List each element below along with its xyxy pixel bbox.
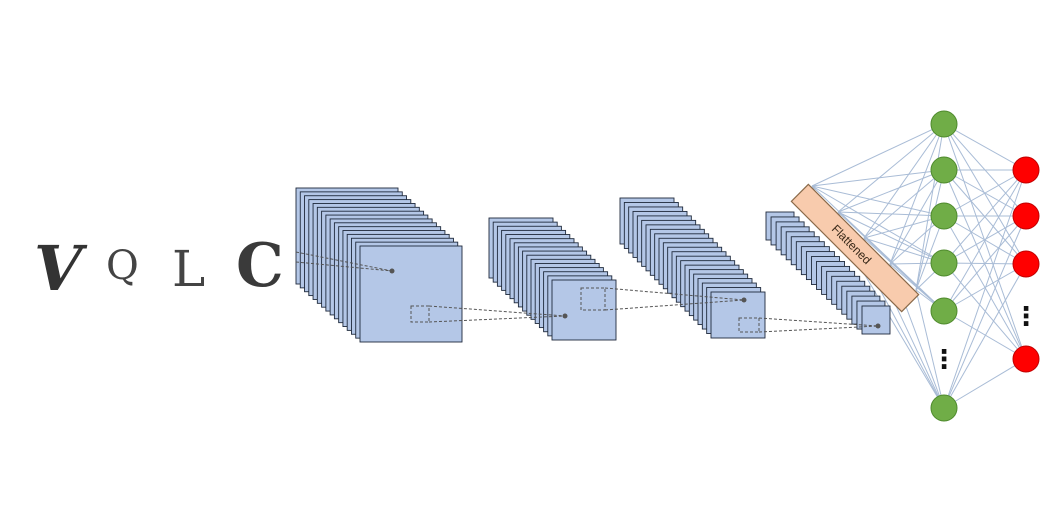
hidden-to-output-edge (943, 263, 1027, 409)
hidden-node (930, 394, 958, 422)
conv-layer-1-stack (295, 187, 463, 343)
receptive-field-dot (562, 313, 568, 319)
receptive-field-dot (875, 323, 881, 329)
input-char-q: Q (106, 243, 139, 289)
hidden-node (930, 156, 958, 184)
flatten-to-hidden-edge (889, 123, 945, 265)
hidden-to-output-edge (943, 215, 1027, 409)
flatten-to-hidden-edge (915, 123, 945, 291)
flatten-to-hidden-edge (863, 123, 945, 239)
pool-layer-1-stack (488, 217, 617, 341)
receptive-field-box (738, 317, 760, 333)
output-node (1012, 156, 1040, 184)
output-node (1012, 250, 1040, 278)
hidden-to-output-edge (943, 123, 1027, 171)
receptive-field-line (604, 299, 745, 311)
hidden-to-output-edge (943, 169, 1027, 409)
hidden-to-output-edge (943, 215, 1027, 264)
hidden-node (930, 249, 958, 277)
flatten-to-hidden-edge (837, 123, 945, 213)
flatten-to-hidden-edge (863, 237, 945, 264)
hidden-ellipsis: ⋮ (931, 345, 957, 375)
flatten-to-hidden-edge (811, 169, 945, 187)
hidden-to-output-edge (943, 358, 1027, 409)
feature-map-front (359, 245, 463, 343)
flattened-bar (790, 183, 920, 313)
hidden-to-output-edge (943, 215, 1027, 312)
receptive-field-box (410, 305, 430, 323)
receptive-field-dot (389, 268, 395, 274)
flatten-to-hidden-edge (811, 185, 945, 217)
input-char-l: L (172, 240, 206, 298)
hidden-to-output-edge (943, 123, 1027, 360)
output-node (1012, 345, 1040, 373)
flatten-to-hidden-edge (837, 211, 945, 217)
hidden-to-output-edge (943, 169, 1027, 360)
hidden-node (930, 297, 958, 325)
output-node (1012, 202, 1040, 230)
flatten-to-hidden-edge (811, 185, 945, 264)
hidden-layer-nodes (930, 110, 958, 422)
receptive-field-box (580, 287, 606, 311)
receptive-field-line (428, 305, 566, 317)
receptive-field-guides (295, 251, 881, 333)
flatten-to-hidden-edge (863, 169, 945, 239)
receptive-field-line (295, 251, 393, 272)
flatten-to-hidden-edge (837, 169, 945, 213)
receptive-field-line (295, 261, 393, 272)
hidden-to-output-edge (943, 169, 1027, 264)
receptive-field-dot (741, 297, 747, 303)
flatten-to-hidden-edge (811, 123, 945, 187)
output-layer-nodes (1012, 156, 1040, 373)
receptive-field-line (428, 315, 566, 323)
hidden-node (930, 110, 958, 138)
flatten-to-hidden-edge (837, 211, 945, 264)
flatten-to-hidden-edge (889, 169, 945, 265)
feature-map-front (710, 291, 766, 339)
pool-layer-2-stack (765, 211, 891, 335)
input-char-c: C (236, 231, 284, 301)
hidden-to-output-edge (943, 123, 1027, 265)
hidden-to-output-edge (943, 169, 1027, 312)
output-ellipsis: ⋮ (1013, 302, 1039, 332)
receptive-field-line (604, 287, 745, 301)
feature-map-front (861, 305, 891, 335)
hidden-node (930, 202, 958, 230)
hidden-to-output-edge (943, 169, 1027, 217)
input-char-v: V (34, 232, 83, 305)
flatten-to-hidden-edge (915, 289, 945, 409)
flatten-to-hidden-edge (915, 169, 945, 291)
conv-layer-2-stack (619, 197, 766, 339)
